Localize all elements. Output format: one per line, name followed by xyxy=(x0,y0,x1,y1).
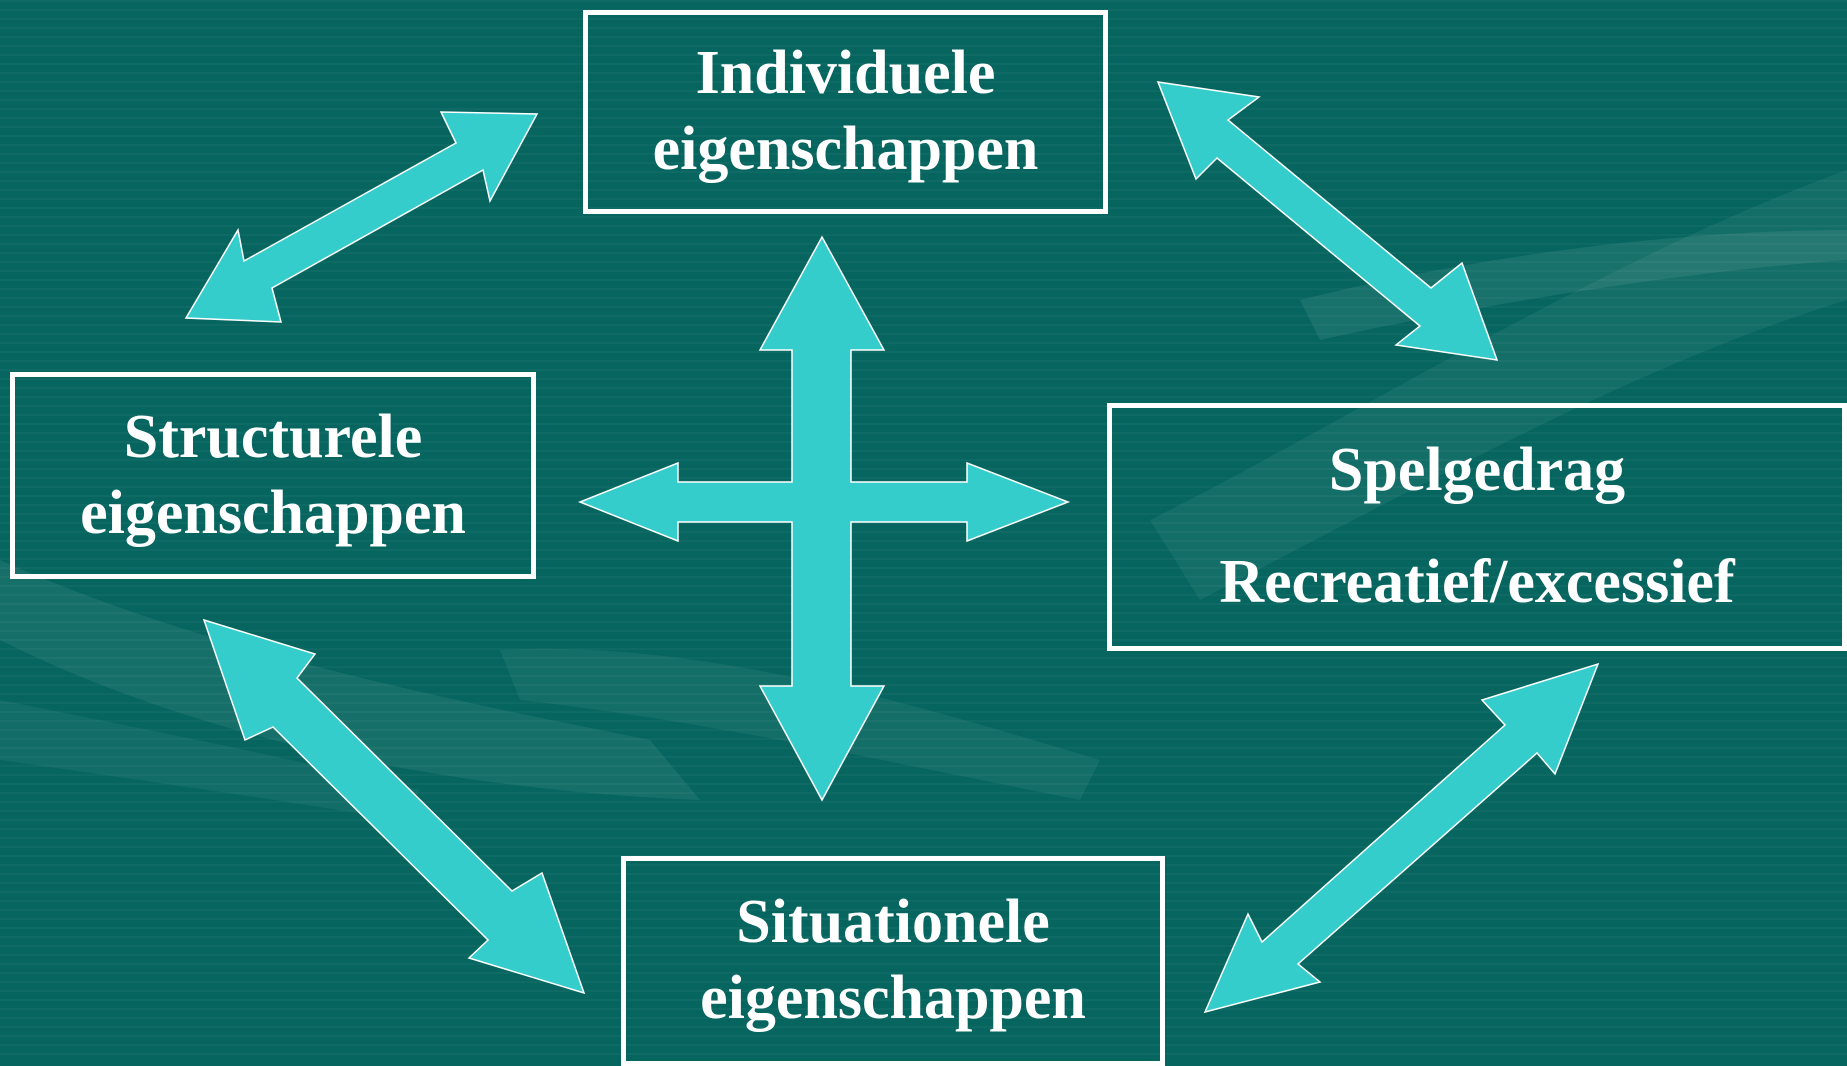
node-individueel-line2: eigenschappen xyxy=(652,115,1039,183)
arrow-structureel-situationeel xyxy=(202,618,586,995)
node-spelgedrag-line2: Recreatief/excessief xyxy=(1219,548,1735,616)
arrow-structureel-individueel xyxy=(184,111,539,323)
arrow-spelgedrag-situationeel xyxy=(1203,662,1600,1014)
node-situationeel-line1: Situationele xyxy=(736,888,1050,957)
node-spelgedrag-line1: Spelgedrag xyxy=(1328,436,1626,505)
node-individuele-eigenschappen: Individuele eigenschappen xyxy=(583,10,1108,214)
node-situationele-eigenschappen: Situationele eigenschappen xyxy=(621,856,1165,1066)
node-structureel-line2: eigenschappen xyxy=(80,478,466,547)
node-structureel-line1: Structurele xyxy=(123,402,423,471)
arrow-individueel-spelgedrag xyxy=(1156,81,1499,361)
node-individueel-line1: Individuele xyxy=(695,39,996,108)
arrow-cross xyxy=(577,235,1071,802)
node-spelgedrag: Spelgedrag Recreatief/excessief xyxy=(1107,403,1847,651)
node-structurele-eigenschappen: Structurele eigenschappen xyxy=(10,372,536,579)
node-situationeel-line2: eigenschappen xyxy=(700,964,1086,1032)
